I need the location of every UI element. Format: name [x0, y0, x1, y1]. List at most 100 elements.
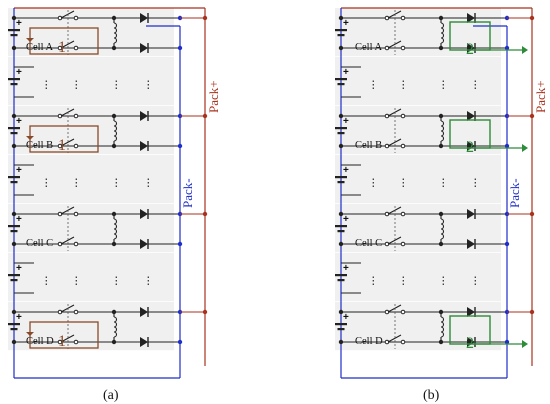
caption-b: (b)	[423, 388, 440, 403]
plus-sign: +	[343, 18, 349, 29]
battery-icon	[337, 230, 345, 233]
junction-dot	[438, 15, 444, 21]
diode-icon	[140, 307, 148, 317]
battery-icon	[10, 230, 18, 233]
battery-icon	[335, 29, 347, 32]
pack-minus-label: Pack-	[180, 178, 195, 208]
plus-sign: +	[343, 165, 349, 176]
switch-icon	[60, 10, 75, 19]
plus-sign: +	[343, 116, 349, 127]
plus-sign: +	[343, 312, 349, 323]
switch-icon	[387, 206, 402, 215]
switch-icon	[400, 15, 406, 21]
junction-dot	[338, 309, 344, 315]
inductor-icon	[113, 331, 118, 338]
cell-band	[8, 57, 174, 106]
junction-dot	[438, 113, 444, 119]
switch-icon	[73, 241, 79, 247]
diode-icon	[467, 209, 475, 219]
cell-d-label: Cell D	[355, 336, 383, 347]
junction-dot	[338, 339, 344, 345]
inductor-icon	[113, 233, 118, 240]
battery-icon	[335, 127, 347, 130]
ellipsis-icon: ⋮	[398, 178, 409, 189]
cell-b-label: Cell B	[26, 140, 53, 151]
battery-icon	[10, 279, 18, 282]
junction-dot	[177, 241, 183, 247]
ellipsis-icon: ⋮	[143, 80, 154, 91]
junction-dot	[438, 45, 444, 51]
loop-arrow-icon	[26, 332, 34, 336]
diode-icon	[467, 307, 475, 317]
plus-sign: +	[16, 165, 22, 176]
switch-icon	[400, 211, 406, 217]
ellipsis-icon: ⋮	[368, 276, 379, 287]
switch-icon	[400, 241, 406, 247]
switch-icon	[387, 304, 402, 313]
junction-dot	[338, 113, 344, 119]
junction-dot	[202, 309, 208, 315]
diode-icon	[140, 209, 148, 219]
plus-sign: +	[343, 214, 349, 225]
inductor-icon	[440, 331, 445, 338]
switch-icon	[387, 334, 402, 343]
junction-dot	[111, 241, 117, 247]
plus-sign: +	[16, 116, 22, 127]
cell-c-label: Cell C	[355, 238, 382, 249]
junction-dot	[529, 309, 535, 315]
switch-icon	[73, 113, 79, 119]
battery-icon	[337, 83, 345, 86]
battery-icon	[10, 34, 18, 37]
cell-band	[335, 57, 501, 106]
battery-icon	[337, 132, 345, 135]
panel-a: ++⋮⋮⋮⋮++⋮⋮⋮⋮++⋮⋮⋮⋮+ (a) Pack+ Pack- Cell…	[8, 7, 221, 403]
junction-dot	[529, 113, 535, 119]
cell-a-label: Cell A	[26, 42, 54, 53]
cell-band	[8, 155, 174, 204]
plus-sign: +	[343, 263, 349, 274]
junction-dot	[111, 113, 117, 119]
junction-dot	[11, 211, 17, 217]
junction-dot	[529, 15, 535, 21]
diode-icon	[140, 111, 148, 121]
pack-plus-label: Pack+	[533, 80, 548, 113]
junction-dot	[504, 45, 510, 51]
circuit-wiring: ++⋮⋮⋮⋮++⋮⋮⋮⋮++⋮⋮⋮⋮+	[8, 7, 208, 379]
ellipsis-icon: ⋮	[111, 80, 122, 91]
plus-sign: +	[16, 214, 22, 225]
junction-dot	[111, 143, 117, 149]
panel-b: ++⋮⋮⋮⋮++⋮⋮⋮⋮++⋮⋮⋮⋮+ (b) Pack+ Pack- Cell…	[335, 7, 548, 403]
plus-sign: +	[16, 263, 22, 274]
diode-icon	[140, 141, 148, 151]
switch-icon	[73, 339, 79, 345]
ellipsis-icon: ⋮	[470, 80, 481, 91]
cell-bands	[8, 8, 174, 352]
junction-dot	[338, 15, 344, 21]
switch-icon	[73, 15, 79, 21]
battery-icon	[335, 225, 347, 228]
ellipsis-icon: ⋮	[111, 178, 122, 189]
junction-dot	[202, 211, 208, 217]
junction-dot	[202, 113, 208, 119]
ellipsis-icon: ⋮	[71, 276, 82, 287]
junction-dot	[11, 309, 17, 315]
junction-dot	[338, 45, 344, 51]
ellipsis-icon: ⋮	[143, 276, 154, 287]
inductor-icon	[440, 37, 445, 44]
switch-icon	[400, 309, 406, 315]
switch-icon	[387, 10, 402, 19]
switch-icon	[73, 309, 79, 315]
junction-dot	[438, 241, 444, 247]
balancing-loop	[449, 21, 491, 51]
junction-dot	[111, 339, 117, 345]
battery-icon	[10, 328, 18, 331]
switch-icon	[60, 108, 75, 117]
battery-icon	[8, 274, 20, 277]
battery-icon	[335, 176, 347, 179]
ellipsis-icon: ⋮	[398, 80, 409, 91]
cell-c-label: Cell C	[26, 238, 53, 249]
mode-2-cell-d: 2	[466, 335, 474, 352]
inductor-icon	[113, 135, 118, 142]
diode-icon	[140, 337, 148, 347]
junction-dot	[338, 241, 344, 247]
